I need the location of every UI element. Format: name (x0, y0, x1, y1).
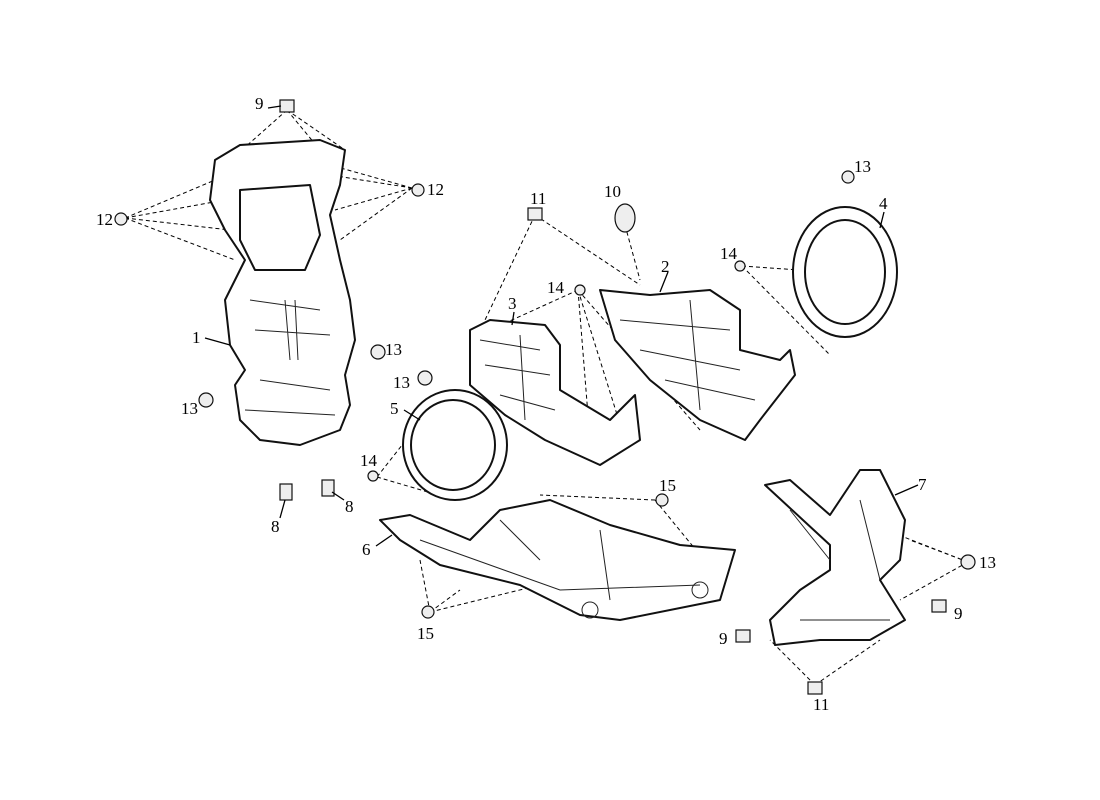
callout-13: 13 (181, 399, 198, 418)
callout-14: 14 (720, 244, 737, 263)
callout-4: 4 (879, 194, 888, 213)
callout-13: 13 (854, 157, 871, 176)
part-1-headlight-frame (209, 139, 356, 446)
callout-2: 2 (661, 257, 670, 276)
callout-13: 13 (385, 340, 402, 359)
callout-13: 13 (979, 553, 996, 572)
part-2-cover (599, 289, 796, 441)
callout-15: 15 (417, 624, 434, 643)
callout-9: 9 (954, 604, 963, 623)
callout-15: 15 (659, 476, 676, 495)
part-4-headlight-ring (792, 206, 898, 338)
part-7-bracket (764, 469, 906, 646)
callout-8: 8 (345, 497, 354, 516)
callout-14: 14 (547, 278, 564, 297)
callout-14: 14 (360, 451, 377, 470)
callout-11: 11 (813, 695, 830, 714)
callout-12: 12 (96, 210, 113, 229)
callout-5: 5 (390, 399, 399, 418)
hardware-fasteners (114, 99, 976, 695)
callout-12: 12 (427, 180, 444, 199)
callout-9: 9 (719, 629, 728, 648)
callout-13: 13 (393, 373, 410, 392)
callout-3: 3 (508, 294, 517, 313)
leader-lines (204, 105, 919, 547)
callout-6: 6 (362, 540, 371, 559)
callout-11: 11 (530, 189, 547, 208)
callout-7: 7 (918, 475, 927, 494)
callout-1: 1 (192, 328, 201, 347)
part-6-lower-tray (379, 499, 736, 621)
callout-8: 8 (271, 517, 280, 536)
callout-9: 9 (255, 94, 264, 113)
part-5-headlight-ring (402, 389, 508, 501)
callout-10: 10 (604, 182, 621, 201)
part-3-cover (469, 319, 641, 466)
